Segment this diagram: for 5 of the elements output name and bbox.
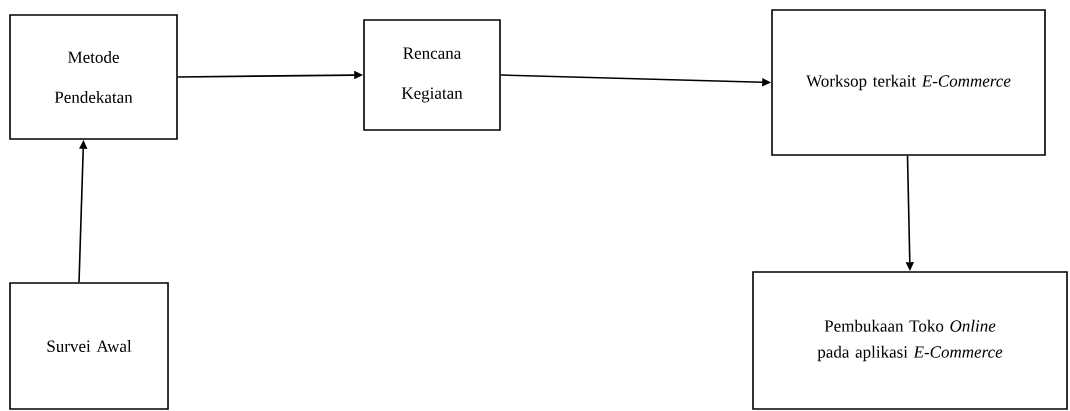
process-box: Survei Awal [9,282,169,410]
process-box: Pembukaan Toko Online pada aplikasi E-Commerce [752,271,1068,410]
process-box: Worksop terkait E-Commerce [771,9,1046,156]
process-box: Rencana Kegiatan [363,19,501,131]
process-box: Metode Pendekatan [9,14,178,140]
